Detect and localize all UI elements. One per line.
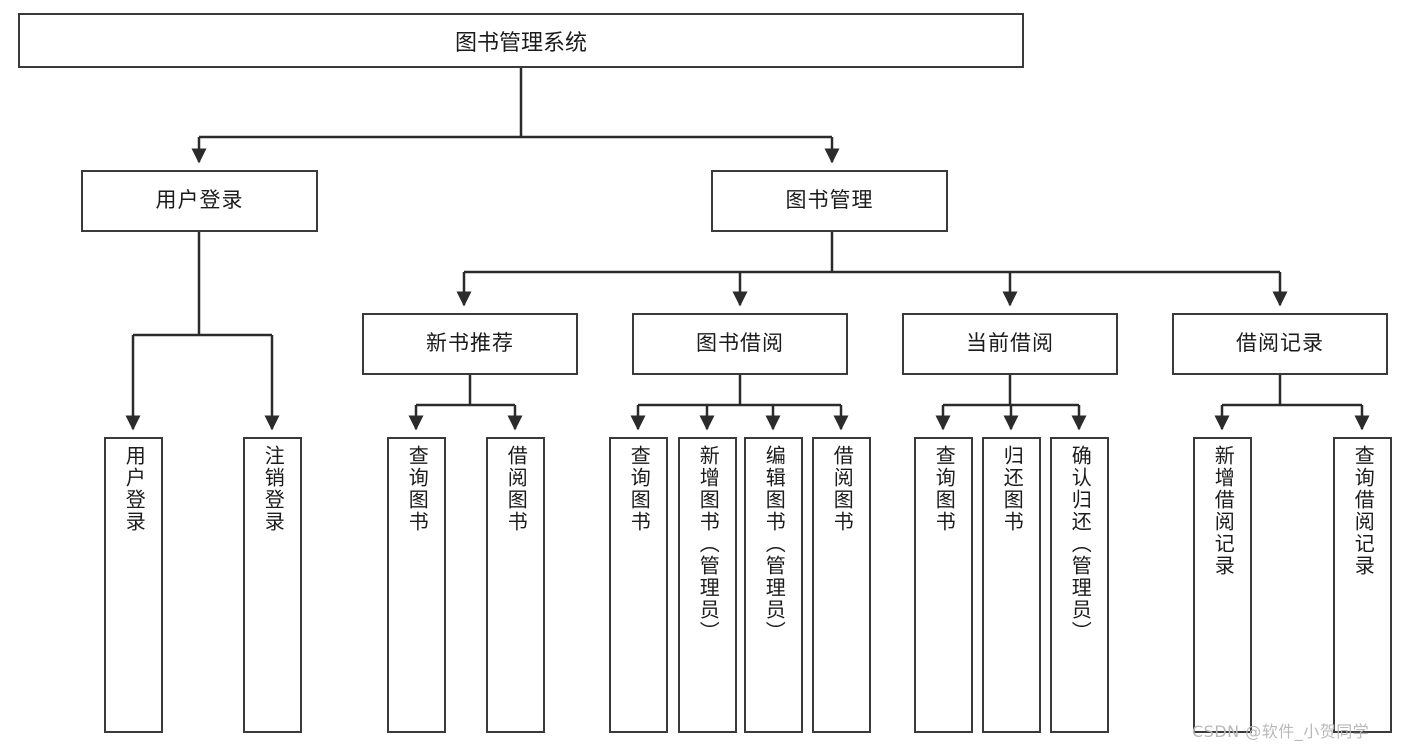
leaf-record-add-record[interactable]: 新增借阅记录 — [1193, 437, 1252, 733]
node-label: 图书管理系统 — [454, 30, 587, 56]
leaf-label: 借阅图书 — [830, 445, 855, 533]
leaf-borrow-edit-book-admin[interactable]: 编辑图书（管理员） — [744, 437, 803, 733]
node-label: 图书借阅 — [696, 331, 784, 356]
leaf-recommend-borrow-book[interactable]: 借阅图书 — [486, 437, 545, 733]
leaf-current-confirm-return-admin[interactable]: 确认归还（管理员） — [1050, 437, 1109, 733]
node-borrow-record[interactable]: 借阅记录 — [1172, 313, 1388, 375]
leaf-current-return-book[interactable]: 归还图书 — [982, 437, 1041, 733]
node-root-system[interactable]: 图书管理系统 — [18, 13, 1024, 68]
leaf-label: 确认归还（管理员） — [1068, 445, 1093, 643]
leaf-user-login-signin[interactable]: 用户登录 — [104, 437, 163, 733]
leaf-label: 查询借阅记录 — [1351, 445, 1376, 577]
node-current-borrow[interactable]: 当前借阅 — [902, 313, 1118, 375]
leaf-recommend-query-book[interactable]: 查询图书 — [387, 437, 446, 733]
leaf-label: 查询图书 — [405, 445, 430, 533]
node-new-book-recommend[interactable]: 新书推荐 — [362, 313, 578, 375]
leaf-borrow-borrow-book[interactable]: 借阅图书 — [812, 437, 871, 733]
node-book-borrow[interactable]: 图书借阅 — [632, 313, 848, 375]
leaf-record-query-record[interactable]: 查询借阅记录 — [1333, 437, 1392, 733]
node-label: 借阅记录 — [1236, 331, 1324, 356]
leaf-label: 用户登录 — [122, 445, 147, 533]
node-label: 用户登录 — [155, 188, 244, 213]
leaf-label: 查询图书 — [627, 445, 652, 533]
node-label: 图书管理 — [785, 188, 874, 213]
node-label: 当前借阅 — [966, 331, 1054, 356]
leaf-label: 注销登录 — [261, 445, 286, 533]
leaf-label: 新增借阅记录 — [1211, 445, 1236, 577]
node-label: 新书推荐 — [426, 331, 514, 356]
leaf-label: 新增图书（管理员） — [696, 445, 721, 643]
leaf-label: 归还图书 — [1000, 445, 1025, 533]
node-book-management[interactable]: 图书管理 — [711, 170, 948, 232]
leaf-current-query-book[interactable]: 查询图书 — [914, 437, 973, 733]
leaf-borrow-query-book[interactable]: 查询图书 — [609, 437, 668, 733]
leaf-label: 查询图书 — [932, 445, 957, 533]
leaf-borrow-add-book-admin[interactable]: 新增图书（管理员） — [678, 437, 737, 733]
csdn-watermark: CSDN @软件_小贺同学 — [1192, 722, 1370, 741]
node-user-login[interactable]: 用户登录 — [81, 170, 318, 232]
leaf-label: 借阅图书 — [504, 445, 529, 533]
leaf-user-login-signout[interactable]: 注销登录 — [243, 437, 302, 733]
leaf-label: 编辑图书（管理员） — [762, 445, 787, 643]
